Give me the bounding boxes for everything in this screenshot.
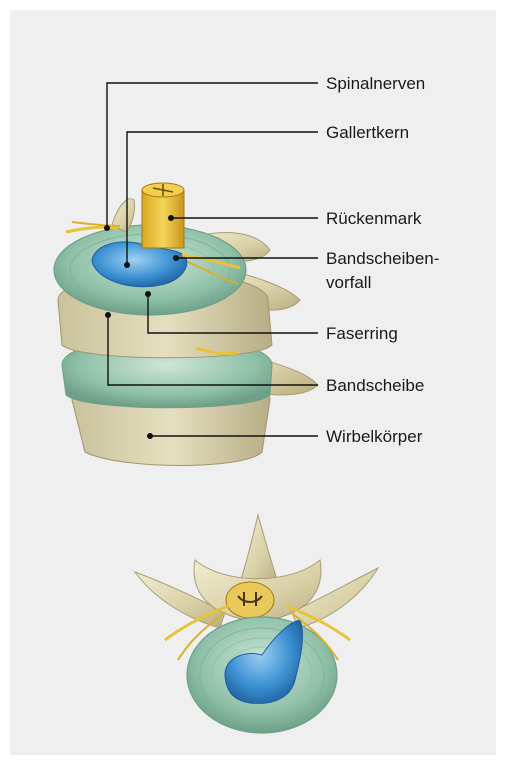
label-faserring: Faserring <box>326 323 398 344</box>
label-gallertkern: Gallertkern <box>326 122 409 143</box>
label-bandscheibenvorfall-line2: vorfall <box>326 272 371 293</box>
spine-segment-illustration <box>54 183 318 466</box>
label-spinalnerven: Spinalnerven <box>326 73 425 94</box>
label-bandscheibenvorfall-line1: Bandscheiben- <box>326 248 439 269</box>
label-rueckenmark: Rückenmark <box>326 208 421 229</box>
label-wirbelkoerper: Wirbelkörper <box>326 426 422 447</box>
label-bandscheibe: Bandscheibe <box>326 375 424 396</box>
vertebra-top-view-illustration <box>135 515 378 733</box>
